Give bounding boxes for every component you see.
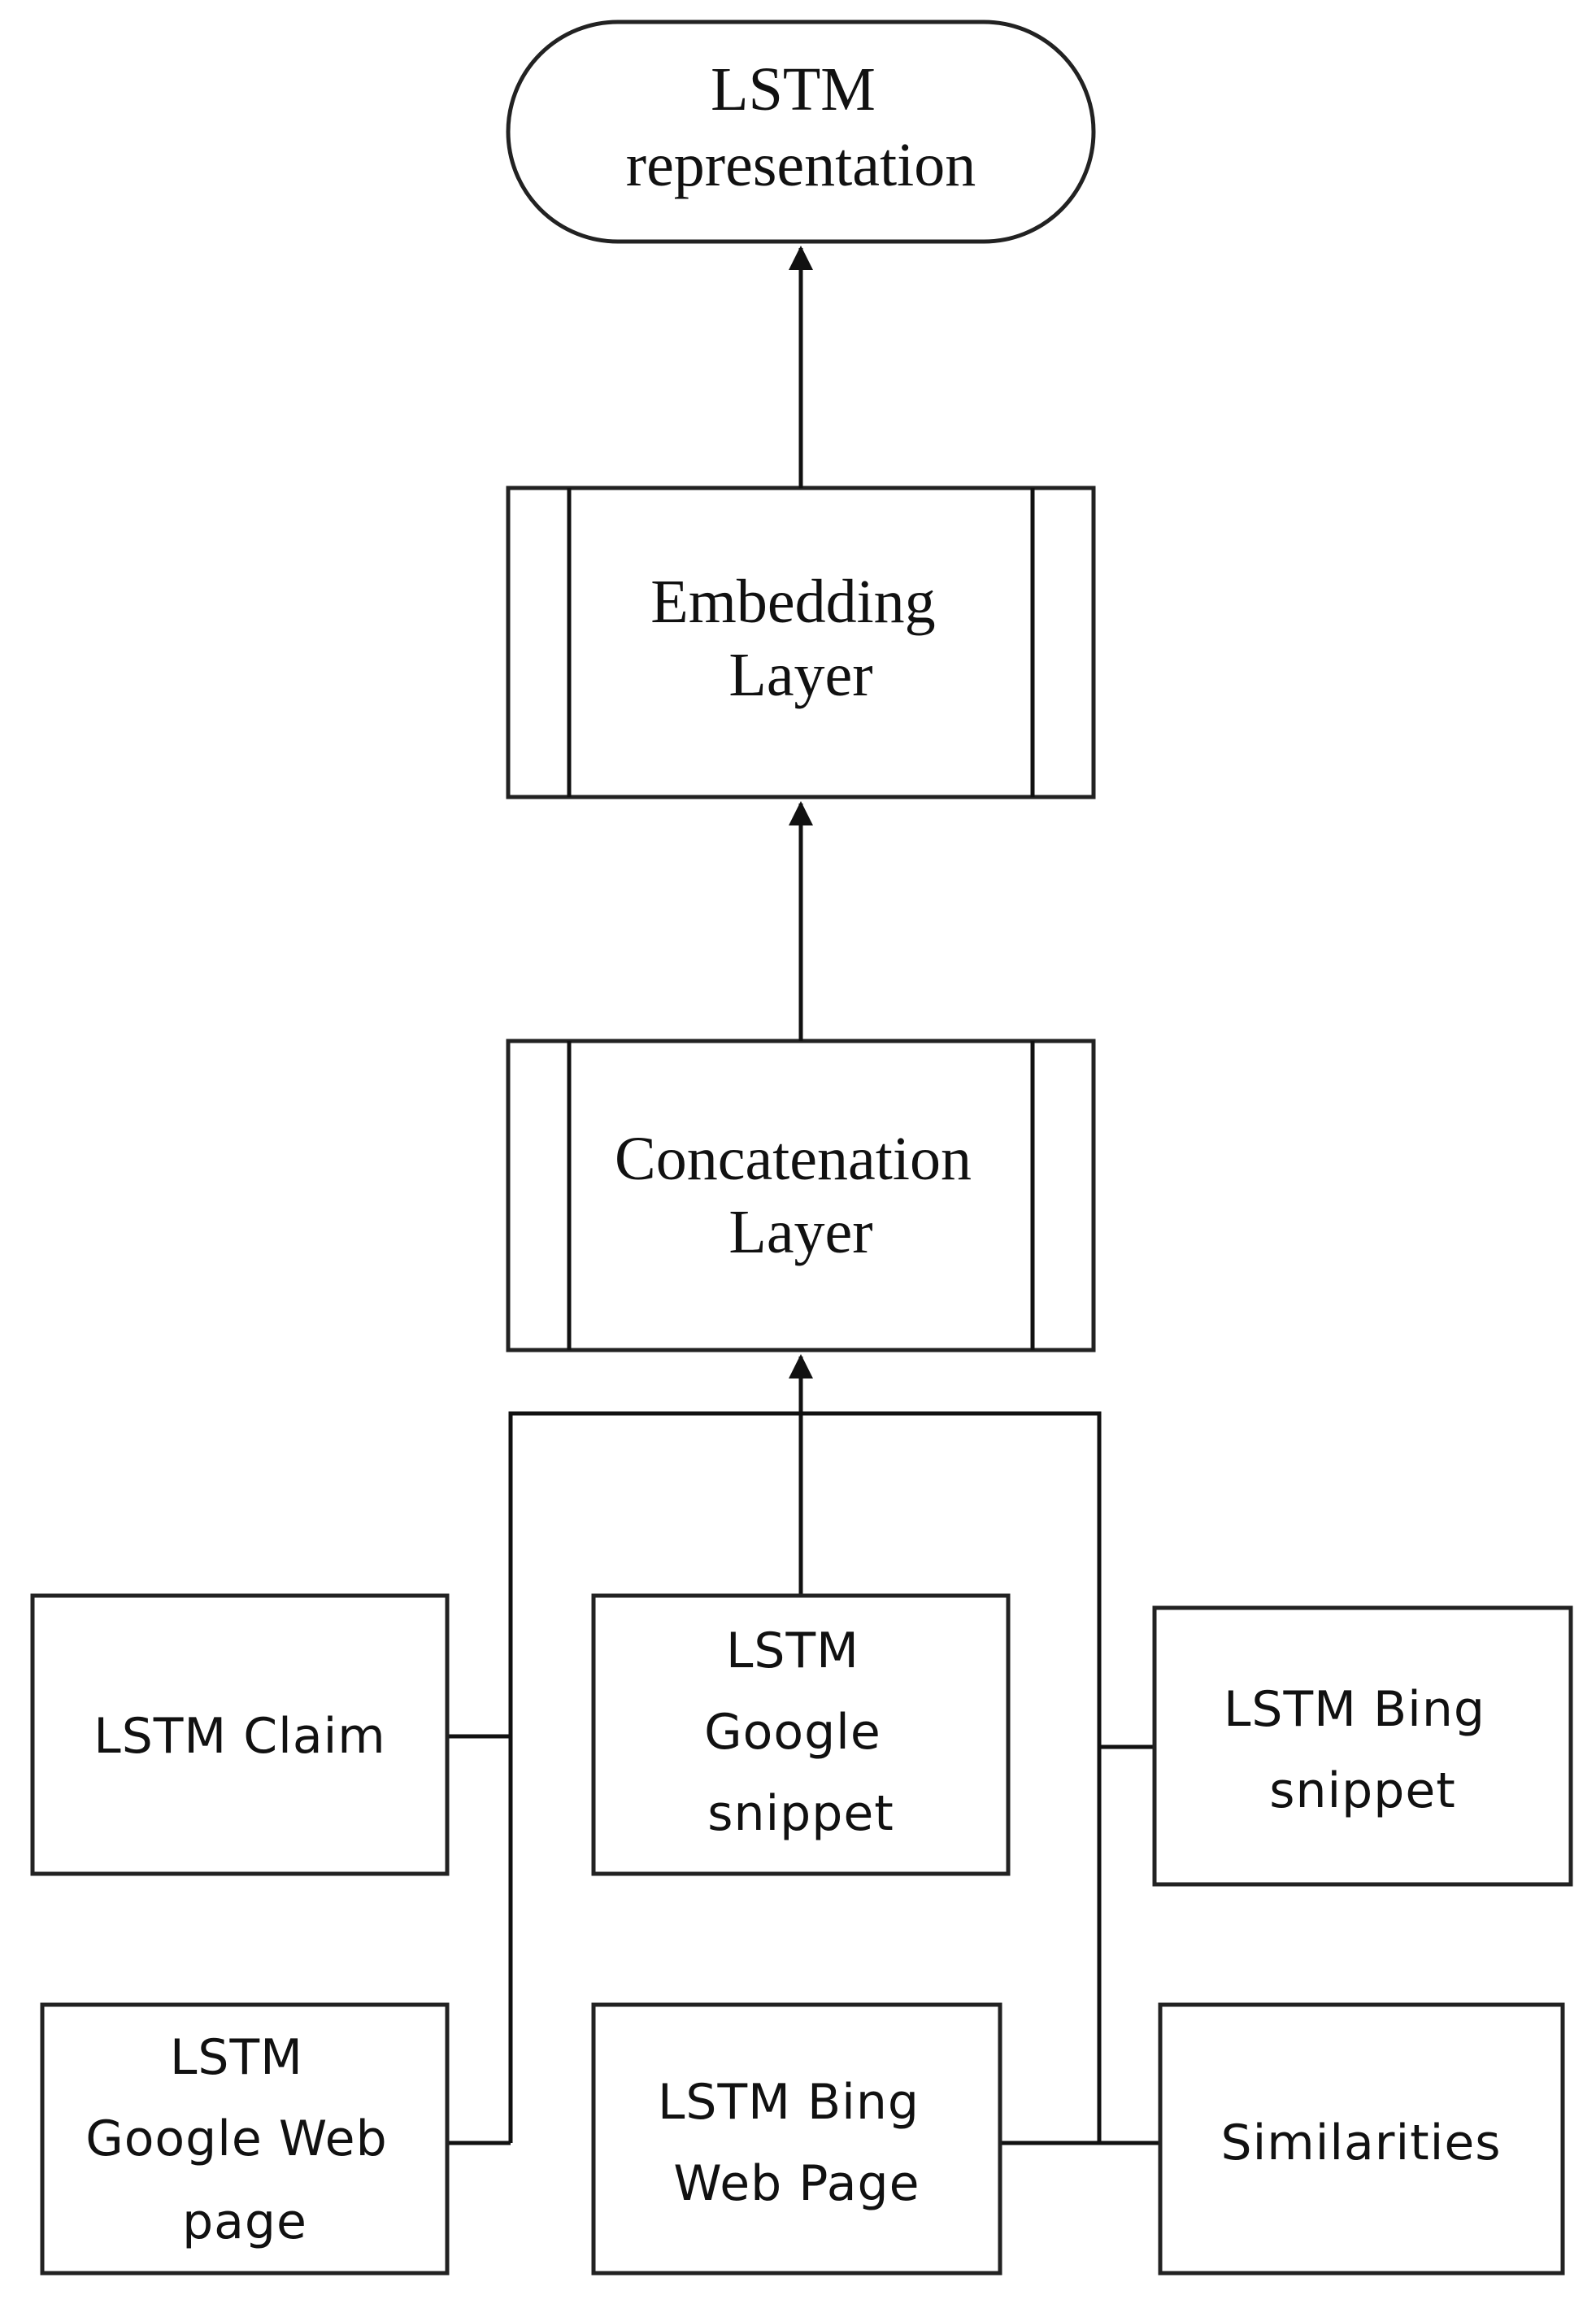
svg-text:LSTM Google snippe: LSTM Google snippet <box>704 1622 898 1842</box>
lstm-representation-node: LSTM representation <box>506 20 1096 244</box>
google-web-label-line-1: LSTM <box>170 2029 303 2086</box>
input-bus-connector <box>508 1411 1102 2143</box>
bing-web-label-line-2: Web Page <box>673 2155 920 2212</box>
claim-label-line-1: LSTM Claim <box>93 1708 385 1765</box>
lstm-bing-web-page-node: LSTM Bing Web Page <box>591 2002 1002 2276</box>
google-snippet-label-line-3: snippet <box>707 1785 894 1842</box>
svg-text:Concatenation Layer: Concatenation Layer <box>615 1125 987 1266</box>
output-label-line-2: representation <box>626 131 976 199</box>
svg-text:LSTM Google Web pa: LSTM Google Web page <box>85 2029 404 2250</box>
lstm-claim-node: LSTM Claim <box>30 1593 450 1876</box>
output-label-line-1: LSTM <box>711 55 876 124</box>
lstm-google-web-page-node: LSTM Google Web page <box>40 2002 450 2276</box>
similarities-node: Similarities <box>1158 2002 1565 2276</box>
google-web-label-line-2: Google Web <box>85 2110 387 2167</box>
svg-text:Similarities: Similarities <box>1220 2115 1501 2171</box>
google-snippet-label-line-1: LSTM <box>726 1622 859 1679</box>
concatenation-label-line-2: Layer <box>728 1198 872 1266</box>
bing-snippet-label-line-1: LSTM Bing <box>1224 1681 1485 1738</box>
embedding-layer-node: Embedding Layer <box>506 486 1096 799</box>
google-web-label-line-3: page <box>182 2193 307 2250</box>
svg-text:LSTM Bing snippet: LSTM Bing snippet <box>1224 1681 1502 1819</box>
svg-text:LSTM Claim: LSTM Claim <box>93 1708 385 1765</box>
bing-web-label-line-1: LSTM Bing <box>658 2074 920 2131</box>
embedding-label-line-2: Layer <box>728 641 872 709</box>
svg-text:LSTM Bing Web Page: LSTM Bing Web Page <box>658 2074 936 2212</box>
embedding-label-line-1: Embedding <box>650 568 935 636</box>
bing-snippet-label-line-2: snippet <box>1269 1762 1456 1819</box>
lstm-google-snippet-node: LSTM Google snippet <box>591 1593 1011 1876</box>
lstm-bing-snippet-node: LSTM Bing snippet <box>1152 1605 1573 1887</box>
svg-text:Embedding Layer: Embedding Layer <box>650 568 950 709</box>
concatenation-layer-node: Concatenation Layer <box>506 1039 1096 1352</box>
google-snippet-label-line-2: Google <box>704 1704 881 1761</box>
concatenation-label-line-1: Concatenation <box>615 1125 972 1193</box>
similarities-label-line-1: Similarities <box>1220 2115 1501 2171</box>
svg-text:LSTM representation: LSTM representation <box>626 55 976 199</box>
